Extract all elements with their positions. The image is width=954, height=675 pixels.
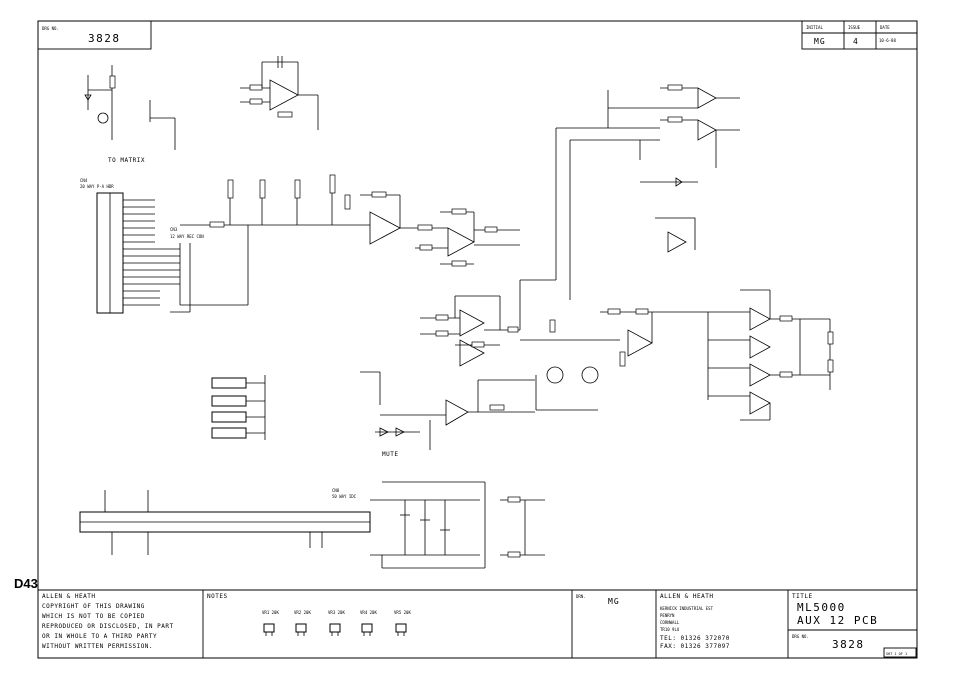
opamp-centre-right [600,308,708,357]
cn4-label: CN4 [80,178,88,183]
sheet-code: D43 [14,576,38,591]
opamp-ic12 [240,56,319,130]
copyright-line-3: REPRODUCED OR DISCLOSED, IN PART [42,623,174,630]
ic-stack [211,375,266,440]
centre-bus [519,127,660,330]
copyright-line-5: WITHOUT WRITTEN PERMISSION. [42,643,153,650]
drawing-number-value: 3828 [88,32,121,45]
notes-part-4: VR4 20K [360,610,377,615]
corner-tag-box [883,647,917,658]
title-line-1: ML5000 [797,601,846,614]
opamp-top-right [607,84,740,187]
notes-part-5: VR5 20K [394,610,411,615]
circuit-drawing [79,56,834,569]
outer-frame [37,20,918,659]
address-line-4: CORNWALL [660,620,680,625]
cn4-connector [96,192,180,314]
to-matrix-label: TO MATRIX [108,157,145,164]
drawing-number-box [37,20,152,50]
mute-circuit [360,371,535,450]
revision-date-value: 10-6-88 [879,38,896,43]
drg-no-value: 3828 [832,638,865,651]
company-name: ALLEN & HEATH [42,593,95,600]
notes-part-3: VR3 20K [328,610,345,615]
drg-no-label: DRG NO. [792,634,809,639]
opamp-ic13 [360,191,520,267]
drn-value: MG [608,597,620,606]
revision-initial-value: MG [814,37,826,46]
transistor-stage [520,319,626,411]
drn-label: DRN. [576,594,586,599]
address-line-5: TR10 9LU [660,627,680,632]
notes-part-2: VR2 20K [294,610,311,615]
drawing-number-label: DRG NO. [42,26,59,31]
notes-label: NOTES [207,593,228,600]
cn8-label: CN8 [332,488,340,493]
address-line-3: PENRYN [660,613,675,618]
title-line-2: AUX 12 PCB [797,614,878,627]
revision-header-date: DATE [880,25,890,30]
title-label: TITLE [792,593,813,600]
title-block [38,589,917,658]
address-line-1: ALLEN & HEATH [660,593,713,600]
notes-pots: VR1 20K VR2 20K VR3 20K VR4 20K VR5 20K [262,610,411,636]
opamp-outputs-right [707,289,834,421]
cn8-connector [79,490,371,555]
telephone: TEL: 01326 372070 [660,635,730,642]
pot-row [180,174,380,228]
notes-part-1: VR1 20K [262,610,279,615]
address-line-2: KERNICK INDUSTRIAL EST [660,606,714,611]
mute-label: MUTE [382,451,398,458]
revision-issue-value: 4 [853,37,859,46]
copyright-line-2: WHICH IS NOT TO BE COPIED [42,613,145,620]
cn3-label: CN3 [170,227,178,232]
corner-tag: SHT 1 OF 1 [886,652,907,656]
revision-header-issue: ISSUE [848,25,861,30]
cn3-connector [170,225,249,313]
opamp-ic15 [655,217,696,253]
supply-decoupling [370,481,545,569]
fax: FAX: 01326 377097 [660,643,730,650]
cn4-desc: 20 WAY P-A HDR [80,184,114,189]
cn3-desc: 12 WAY REC CON [170,234,204,239]
copyright-line-4: OR IN WHOLE TO A THIRD PARTY [42,633,157,640]
opamp-input-stage [420,295,520,367]
supply-led-circuit [84,65,176,150]
revision-header-initial: INITIAL [806,25,823,30]
cn8-desc: 50 WAY IDC [332,494,357,499]
revision-block: INITIAL ISSUE DATE MG 4 10-6-88 [801,20,918,50]
copyright-line-1: COPYRIGHT OF THIS DRAWING [42,603,145,610]
